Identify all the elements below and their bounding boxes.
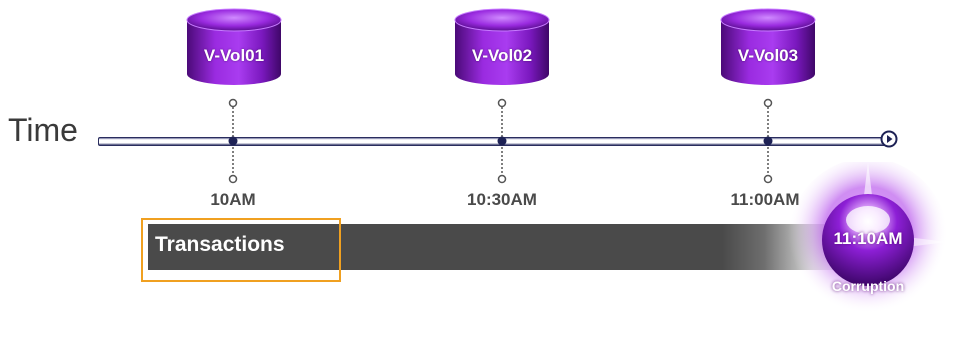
time-axis-label: Time xyxy=(8,112,78,148)
corruption-label: Corruption xyxy=(831,278,905,294)
time-label-1030am: 10:30AM xyxy=(467,190,537,209)
corruption-time: 11:10AM xyxy=(833,229,903,248)
timeline-arrow-icon xyxy=(880,130,898,148)
volume-label: V-Vol03 xyxy=(737,46,799,65)
time-label-1100am: 11:00AM xyxy=(730,190,800,209)
volume-label: V-Vol01 xyxy=(203,46,265,65)
transactions-band xyxy=(148,224,848,270)
snapshot-connector-2 xyxy=(495,98,509,184)
transactions-label: Transactions xyxy=(155,233,285,256)
volume-label: V-Vol02 xyxy=(471,46,533,65)
time-label-10am: 10AM xyxy=(210,190,256,209)
volume-v-vol01: V-Vol01 xyxy=(185,8,283,88)
volume-v-vol02: V-Vol02 xyxy=(453,8,551,88)
snapshot-connector-1 xyxy=(226,98,240,184)
volume-v-vol03: V-Vol03 xyxy=(719,8,817,88)
transactions-highlight-box xyxy=(141,218,341,282)
snapshot-connector-3 xyxy=(761,98,775,184)
corruption-orb-icon xyxy=(788,158,948,332)
